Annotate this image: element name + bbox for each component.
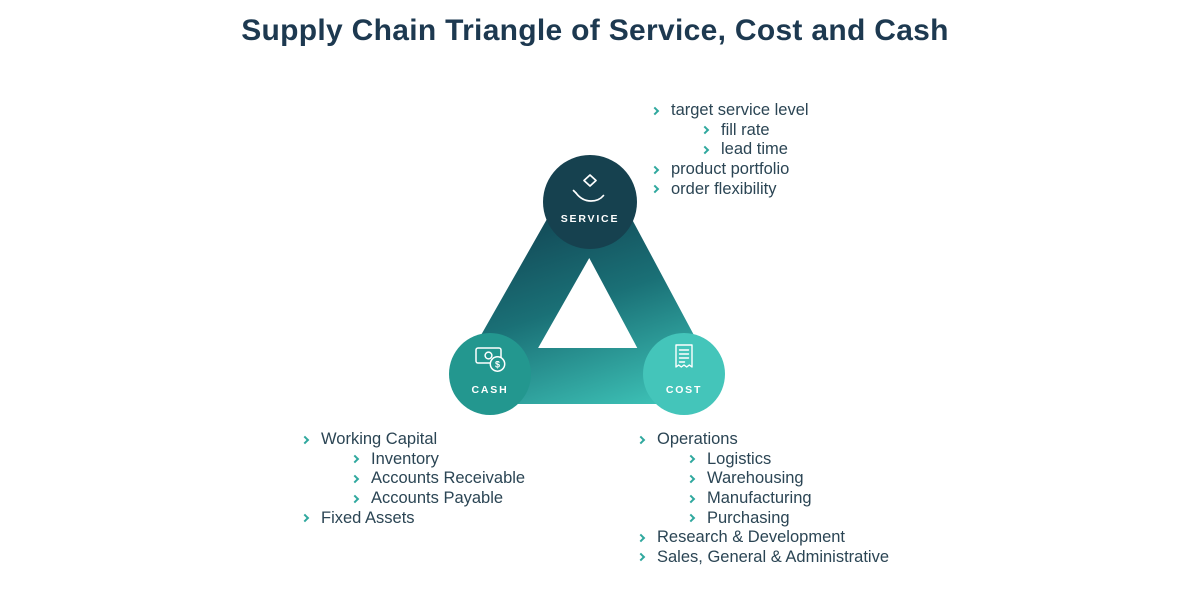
list-item-label: fill rate (721, 120, 770, 139)
list-item-product-portfolio: product portfolio (650, 160, 809, 180)
chevron-right-icon (700, 126, 710, 135)
list-item-label: Fixed Assets (321, 508, 415, 527)
chevron-right-icon (700, 145, 710, 155)
list-item-purchasing: Purchasing (686, 508, 889, 528)
service-circle (543, 155, 637, 249)
list-item-research-development: Research & Development (636, 528, 889, 548)
chevron-right-icon (650, 106, 660, 116)
list-item-lead-time: lead time (700, 140, 809, 160)
list-item-label: Working Capital (321, 430, 438, 449)
hand-service-icon (572, 174, 605, 202)
cash-list: Working Capital Inventory Accounts Recei… (300, 430, 526, 528)
list-item-label: Warehousing (707, 469, 804, 488)
list-item-order-flexibility: order flexibility (650, 179, 809, 199)
banknote-coin-icon: $ (475, 347, 506, 372)
chevron-right-icon (300, 513, 310, 523)
cost-node: COST (643, 333, 725, 415)
chevron-right-icon (686, 494, 696, 503)
chevron-right-icon (686, 455, 696, 464)
service-list: target service level fill rate lead time… (650, 101, 809, 199)
cash-circle (449, 333, 531, 415)
triangle-band (462, 172, 712, 404)
list-item-logistics: Logistics (686, 449, 889, 470)
list-item-label: Operations (657, 430, 738, 449)
list-item-target-service-level: target service level (650, 101, 809, 121)
list-item-label: Accounts Payable (371, 489, 504, 508)
cash-node: $ CASH (449, 333, 531, 415)
list-item-manufacturing: Manufacturing (686, 489, 889, 509)
list-item-label: order flexibility (671, 179, 777, 198)
list-item-label: Accounts Receivable (371, 469, 526, 488)
supply-chain-triangle-graphic: SERVICE $ CASH COST (449, 155, 725, 415)
chevron-right-icon (350, 474, 360, 484)
dollar-symbol: $ (495, 359, 500, 369)
list-item-label: Manufacturing (707, 489, 812, 508)
list-item-label: lead time (721, 140, 788, 159)
list-item-label: Sales, General & Administrative (657, 547, 890, 566)
chevron-right-icon (636, 553, 646, 562)
chevron-right-icon (350, 494, 360, 503)
list-item-inventory: Inventory (350, 449, 525, 470)
cost-circle (643, 333, 725, 415)
cash-node-label: CASH (472, 384, 509, 396)
receipt-icon (675, 344, 693, 368)
chevron-right-icon (636, 435, 646, 445)
list-item-sales-general-administrative: Sales, General & Administrative (636, 547, 890, 568)
list-item-fill-rate: fill rate (700, 120, 809, 141)
chevron-right-icon (300, 435, 310, 445)
chevron-right-icon (686, 474, 696, 484)
list-item-label: Research & Development (657, 528, 846, 547)
list-item-label: target service level (671, 101, 809, 120)
chevron-right-icon (650, 165, 660, 174)
list-item-label: Purchasing (707, 508, 790, 527)
list-item-warehousing: Warehousing (686, 469, 889, 489)
service-node-label: SERVICE (561, 213, 620, 225)
cost-list: Operations Logistics Warehousing Manufac… (636, 430, 890, 568)
list-item-accounts-receivable: Accounts Receivable (350, 469, 526, 489)
cost-node-label: COST (666, 384, 702, 396)
list-item-working-capital: Working Capital (300, 430, 525, 450)
list-item-label: Logistics (707, 449, 772, 468)
chevron-right-icon (686, 513, 696, 523)
page-title: Supply Chain Triangle of Service, Cost a… (241, 14, 949, 47)
list-item-accounts-payable: Accounts Payable (350, 489, 525, 509)
chevron-right-icon (350, 455, 360, 464)
list-item-label: product portfolio (671, 160, 790, 179)
service-node: SERVICE (543, 155, 637, 249)
list-item-operations: Operations (636, 430, 889, 450)
list-item-label: Inventory (371, 449, 439, 468)
list-item-fixed-assets: Fixed Assets (300, 508, 525, 528)
chevron-right-icon (636, 533, 646, 543)
chevron-right-icon (650, 184, 660, 194)
